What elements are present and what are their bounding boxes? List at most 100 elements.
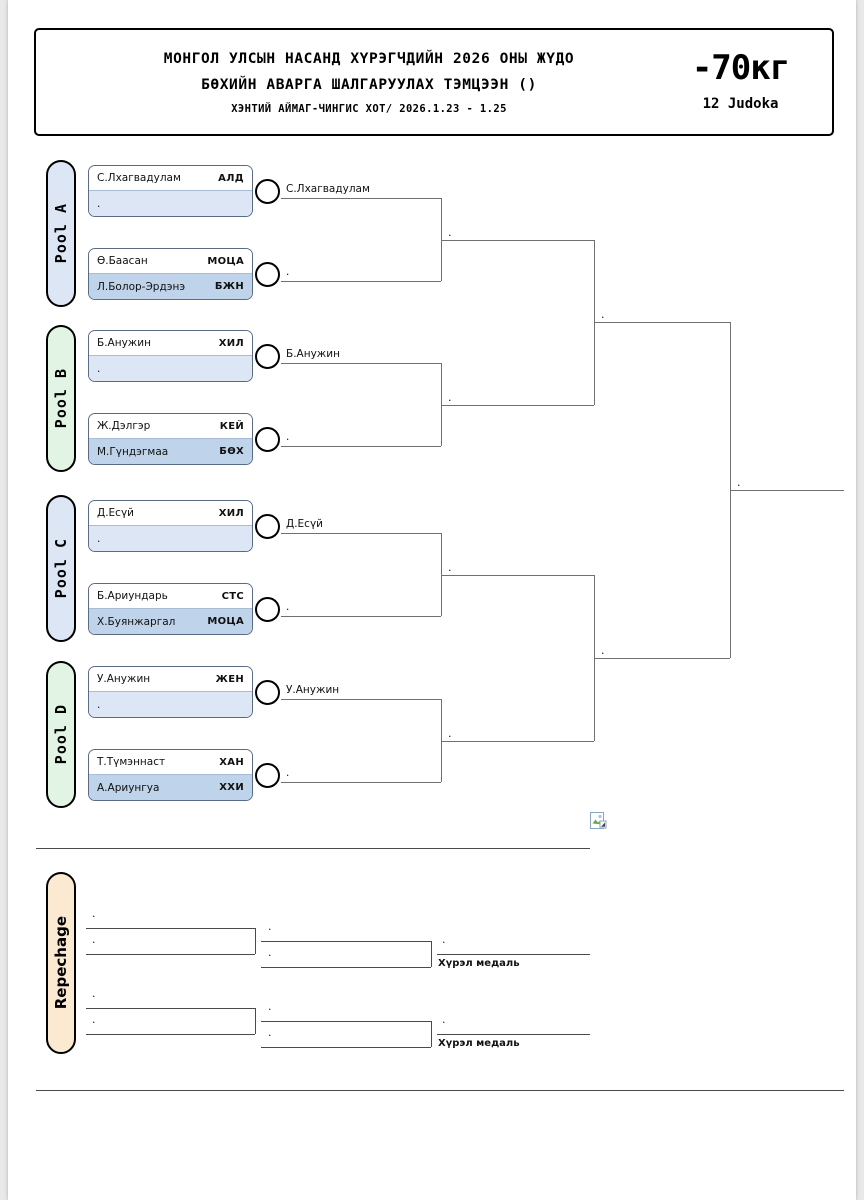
athlete-row[interactable]: . [89, 356, 252, 381]
repechage-round2-bottom: . [268, 946, 272, 959]
repechage-line-h [86, 928, 255, 929]
athlete-row[interactable]: У.Анужин ЖЕН [89, 667, 252, 692]
athlete-name: С.Лхагвадулам [97, 172, 181, 184]
match-result-circle[interactable] [255, 513, 280, 539]
bracket-line-h [281, 782, 441, 783]
athlete-club: ЖЕН [215, 673, 244, 685]
tournament-venue-dates: ХЭНТИЙ АЙМАГ-ЧИНГИС ХОТ/ 2026.1.23 - 1.2… [231, 103, 507, 115]
pool-tab-label: Pool A [52, 203, 70, 264]
bracket-page: МОНГОЛ УЛСЫН НАСАНД ХҮРЭГЧДИЙН 2026 ОНЫ … [8, 0, 856, 1200]
header-title-group: МОНГОЛ УЛСЫН НАСАНД ХҮРЭГЧДИЙН 2026 ОНЫ … [64, 46, 674, 115]
repechage-entry-top: . [92, 907, 96, 920]
repechage-line-v [431, 941, 432, 967]
repechage-round2-top: . [268, 920, 272, 933]
bronze-medal-label: Хүрэл медаль [438, 958, 520, 969]
repechage-result-slot: . [442, 933, 446, 946]
match-result-circle[interactable] [255, 596, 280, 622]
repechage-medal-line [437, 954, 590, 955]
repechage-line-h [86, 1008, 255, 1009]
repechage-line-h [261, 1021, 431, 1022]
athlete-club: БЖН [214, 281, 244, 292]
broken-image-icon [590, 812, 607, 829]
round1-winner-name: . [286, 767, 290, 779]
athlete-row[interactable]: Б.Анужин ХИЛ [89, 331, 252, 356]
match-box[interactable]: Б.Анужин ХИЛ. [88, 330, 253, 382]
match-result-circle[interactable] [255, 343, 280, 369]
repechage-line-v [255, 928, 256, 954]
bronze-medal-label: Хүрэл медаль [438, 1038, 520, 1049]
athlete-name: . [97, 362, 101, 375]
athlete-club: ХАН [219, 756, 244, 768]
semifinal-feed-line [441, 740, 594, 742]
athlete-club: ХХИ [219, 782, 244, 793]
semifinal-feed-line [441, 239, 594, 241]
match-box[interactable]: Т.Түмэннаст ХАН А.Ариунгуа ХХИ [88, 749, 253, 801]
match-box[interactable]: С.Лхагвадулам АЛД. [88, 165, 253, 217]
match-result-circle[interactable] [255, 178, 280, 204]
athlete-row[interactable]: . [89, 692, 252, 717]
athlete-name: Т.Түмэннаст [97, 756, 166, 768]
repechage-entry-bottom: . [92, 933, 96, 946]
bracket-line-h [281, 446, 441, 447]
athlete-club: ХИЛ [218, 507, 244, 519]
athlete-club: МОЦА [207, 255, 244, 267]
weight-category: -70кг [691, 48, 790, 88]
round1-winner-name: С.Лхагвадулам [286, 183, 370, 195]
athlete-name: А.Ариунгуа [97, 781, 160, 794]
round1-winner-name: . [286, 601, 290, 613]
pool-tab-label: Pool D [52, 704, 70, 765]
match-result-circle[interactable] [255, 426, 280, 452]
round1-winner-name: . [286, 266, 290, 278]
repechage-line-h [261, 967, 431, 968]
repechage-label: Repechage [52, 916, 70, 1010]
athlete-row[interactable]: С.Лхагвадулам АЛД [89, 166, 252, 191]
repechage-line-h [86, 954, 255, 955]
athlete-name: Б.Анужин [97, 337, 151, 349]
athlete-row[interactable]: . [89, 526, 252, 551]
match-result-circle[interactable] [255, 762, 280, 788]
pool-tab-a: Pool A [46, 160, 76, 307]
pool-tab-label: Pool C [52, 538, 70, 599]
match-box[interactable]: У.Анужин ЖЕН. [88, 666, 253, 718]
tournament-header: МОНГОЛ УЛСЫН НАСАНД ХҮРЭГЧДИЙН 2026 ОНЫ … [34, 28, 834, 136]
final-slot: . [737, 475, 741, 489]
pool-winner-slot: . [448, 225, 452, 239]
semifinal-feed-line [441, 574, 594, 576]
athlete-row[interactable]: А.Ариунгуа ХХИ [89, 775, 252, 800]
athlete-name: М.Гүндэгмаа [97, 445, 169, 458]
athlete-club: АЛД [218, 172, 244, 184]
athlete-row[interactable]: Т.Түмэннаст ХАН [89, 750, 252, 775]
pool-tab-c: Pool C [46, 495, 76, 642]
repechage-line-h [86, 1034, 255, 1035]
final-feed-line [594, 322, 730, 323]
pool-winner-slot: . [448, 560, 452, 574]
pool-winner-slot: . [448, 390, 452, 404]
tournament-title-line1: МОНГОЛ УЛСЫН НАСАНД ХҮРЭГЧДИЙН 2026 ОНЫ … [163, 51, 575, 67]
pool-winner-slot: . [448, 726, 452, 740]
athlete-name: . [97, 698, 101, 711]
repechage-round2-top: . [268, 1000, 272, 1013]
judoka-count: 12 Judoka [702, 96, 779, 112]
final-output-line [730, 489, 844, 491]
athlete-row[interactable]: . [89, 191, 252, 216]
round1-winner-name: У.Анужин [286, 684, 340, 696]
athlete-name: Б.Ариундарь [97, 590, 168, 602]
match-result-circle[interactable] [255, 679, 280, 705]
pool-tab-d: Pool D [46, 661, 76, 808]
match-result-circle[interactable] [255, 261, 280, 287]
repechage-result-slot: . [442, 1013, 446, 1026]
athlete-club: ХИЛ [218, 337, 244, 349]
athlete-name: У.Анужин [97, 673, 151, 685]
pool-tab-b: Pool B [46, 325, 76, 472]
